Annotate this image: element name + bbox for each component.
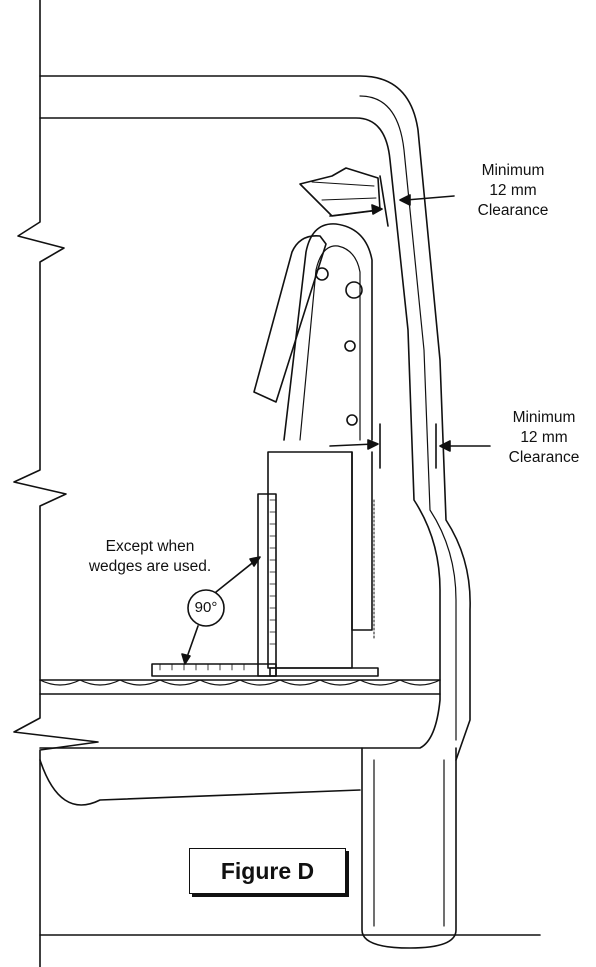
door-frame-inner bbox=[39, 117, 441, 749]
pivot-middle bbox=[344, 340, 356, 352]
clearance-side-line2: 12 mm bbox=[520, 429, 568, 446]
clearance-top-line1: Minimum bbox=[481, 162, 545, 179]
clearance-side-arrow-right-head bbox=[439, 440, 451, 452]
angle-arrow-up-head bbox=[249, 556, 261, 567]
angle-circle bbox=[187, 589, 225, 627]
wall-break-line bbox=[13, 0, 99, 967]
lift-arm-inner bbox=[299, 245, 361, 441]
clearance-top-arrow-right-head bbox=[399, 194, 411, 206]
square-horizontal-blade bbox=[151, 663, 277, 677]
pivot-upper bbox=[315, 267, 329, 281]
mast-column bbox=[351, 451, 373, 631]
top-bracket bbox=[299, 167, 381, 217]
angle-arrow-down-head bbox=[181, 653, 191, 665]
clearance-top-label: Minimum 12 mm Clearance bbox=[454, 161, 572, 221]
angle-arrow-up bbox=[215, 559, 257, 593]
clearance-top-arrow-right bbox=[405, 195, 455, 201]
square-vertical-blade bbox=[257, 493, 277, 677]
clearance-side-arrow-left bbox=[329, 443, 375, 447]
except-note-line1: Except when bbox=[105, 538, 195, 555]
figure-label: Figure D bbox=[189, 848, 346, 894]
angle-arrow-down bbox=[185, 625, 199, 661]
lift-arm-outer bbox=[283, 223, 373, 441]
clearance-top-marker bbox=[379, 175, 389, 227]
pivot-motor bbox=[345, 281, 363, 299]
clearance-top-line2: 12 mm bbox=[489, 182, 537, 199]
tire-inner bbox=[373, 759, 445, 927]
lift-platform-box bbox=[267, 451, 353, 669]
bracket-lines bbox=[311, 181, 377, 201]
clearance-side-arrow-left-head bbox=[367, 439, 379, 450]
clearance-side-marker bbox=[379, 423, 437, 469]
chassis-underside bbox=[39, 759, 361, 806]
except-note: Except when wedges are used. bbox=[72, 537, 228, 577]
lift-base bbox=[269, 667, 379, 677]
handrail bbox=[253, 235, 327, 403]
clearance-side-line1: Minimum bbox=[512, 409, 576, 426]
clearance-top-arrow-left-head bbox=[371, 204, 383, 215]
square-angle-label: 90° bbox=[194, 599, 218, 616]
clearance-side-line3: Clearance bbox=[508, 449, 580, 466]
clearance-top-line3: Clearance bbox=[477, 202, 549, 219]
door-frame-outer bbox=[39, 75, 471, 761]
square-ticks bbox=[159, 499, 277, 671]
clearance-top-arrow-left bbox=[329, 209, 379, 217]
door-frame-middle bbox=[359, 95, 457, 741]
tire bbox=[361, 747, 457, 949]
floor-corrugation bbox=[39, 679, 441, 686]
pivot-lower bbox=[346, 414, 358, 426]
clearance-side-label: Minimum 12 mm Clearance bbox=[492, 408, 596, 468]
except-note-line2: wedges are used. bbox=[88, 558, 212, 575]
